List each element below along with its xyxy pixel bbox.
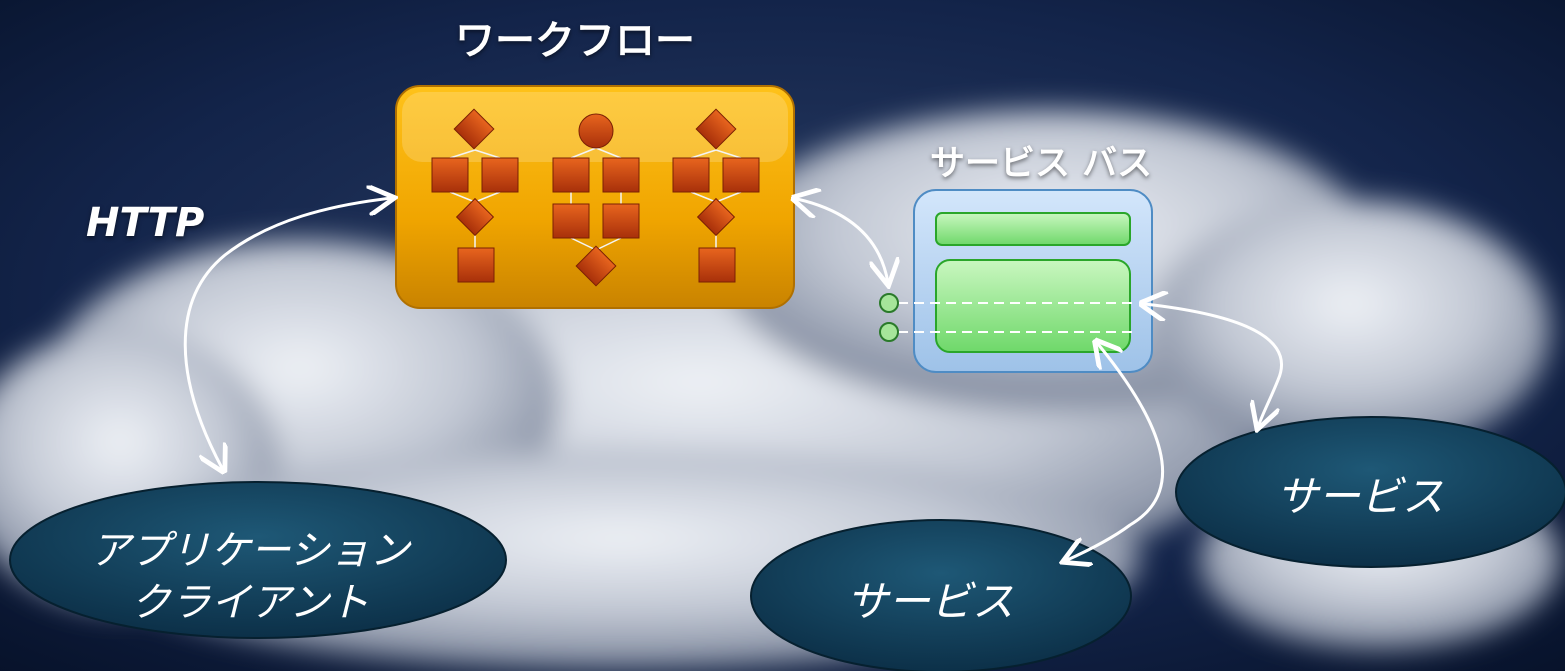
service-bus-endpoint-2: [879, 322, 899, 342]
bus-service-2-arrow: [1145, 304, 1283, 427]
application-client-text: アプリケーション クライアント: [40, 525, 460, 629]
bus-service-1-arrow: [1065, 344, 1165, 561]
workflow-bus-arrow: [797, 199, 888, 283]
workflow-flowchart-right-shapes: [672, 108, 760, 283]
service-bus-top-bar: [935, 212, 1131, 246]
workflow-flowchart-middle-shapes: [552, 113, 640, 287]
workflow-label: ワークフロー: [455, 18, 695, 64]
application-client-line2: クライアント: [130, 580, 370, 626]
service-oval-2: [1175, 416, 1565, 568]
service-bus-label: サービス バス: [930, 144, 1153, 184]
service-bus-box: [879, 189, 1153, 373]
workflow-flowchart-middle: [570, 147, 622, 251]
service-1-text: サービス: [845, 577, 1014, 626]
service-2-text: サービス: [1275, 472, 1444, 521]
http-arrow: [183, 198, 392, 468]
application-client-line1: アプリケーション: [90, 528, 410, 574]
service-bus-endpoint-1: [879, 293, 899, 313]
application-client-oval: [9, 481, 507, 639]
http-label: HTTP: [86, 200, 205, 246]
service-bus-queue-panel: [935, 259, 1131, 353]
service-oval-1: [750, 519, 1132, 671]
workflow-flowchart-left-shapes: [431, 108, 519, 283]
workflow-flowchart-left: [449, 149, 501, 248]
